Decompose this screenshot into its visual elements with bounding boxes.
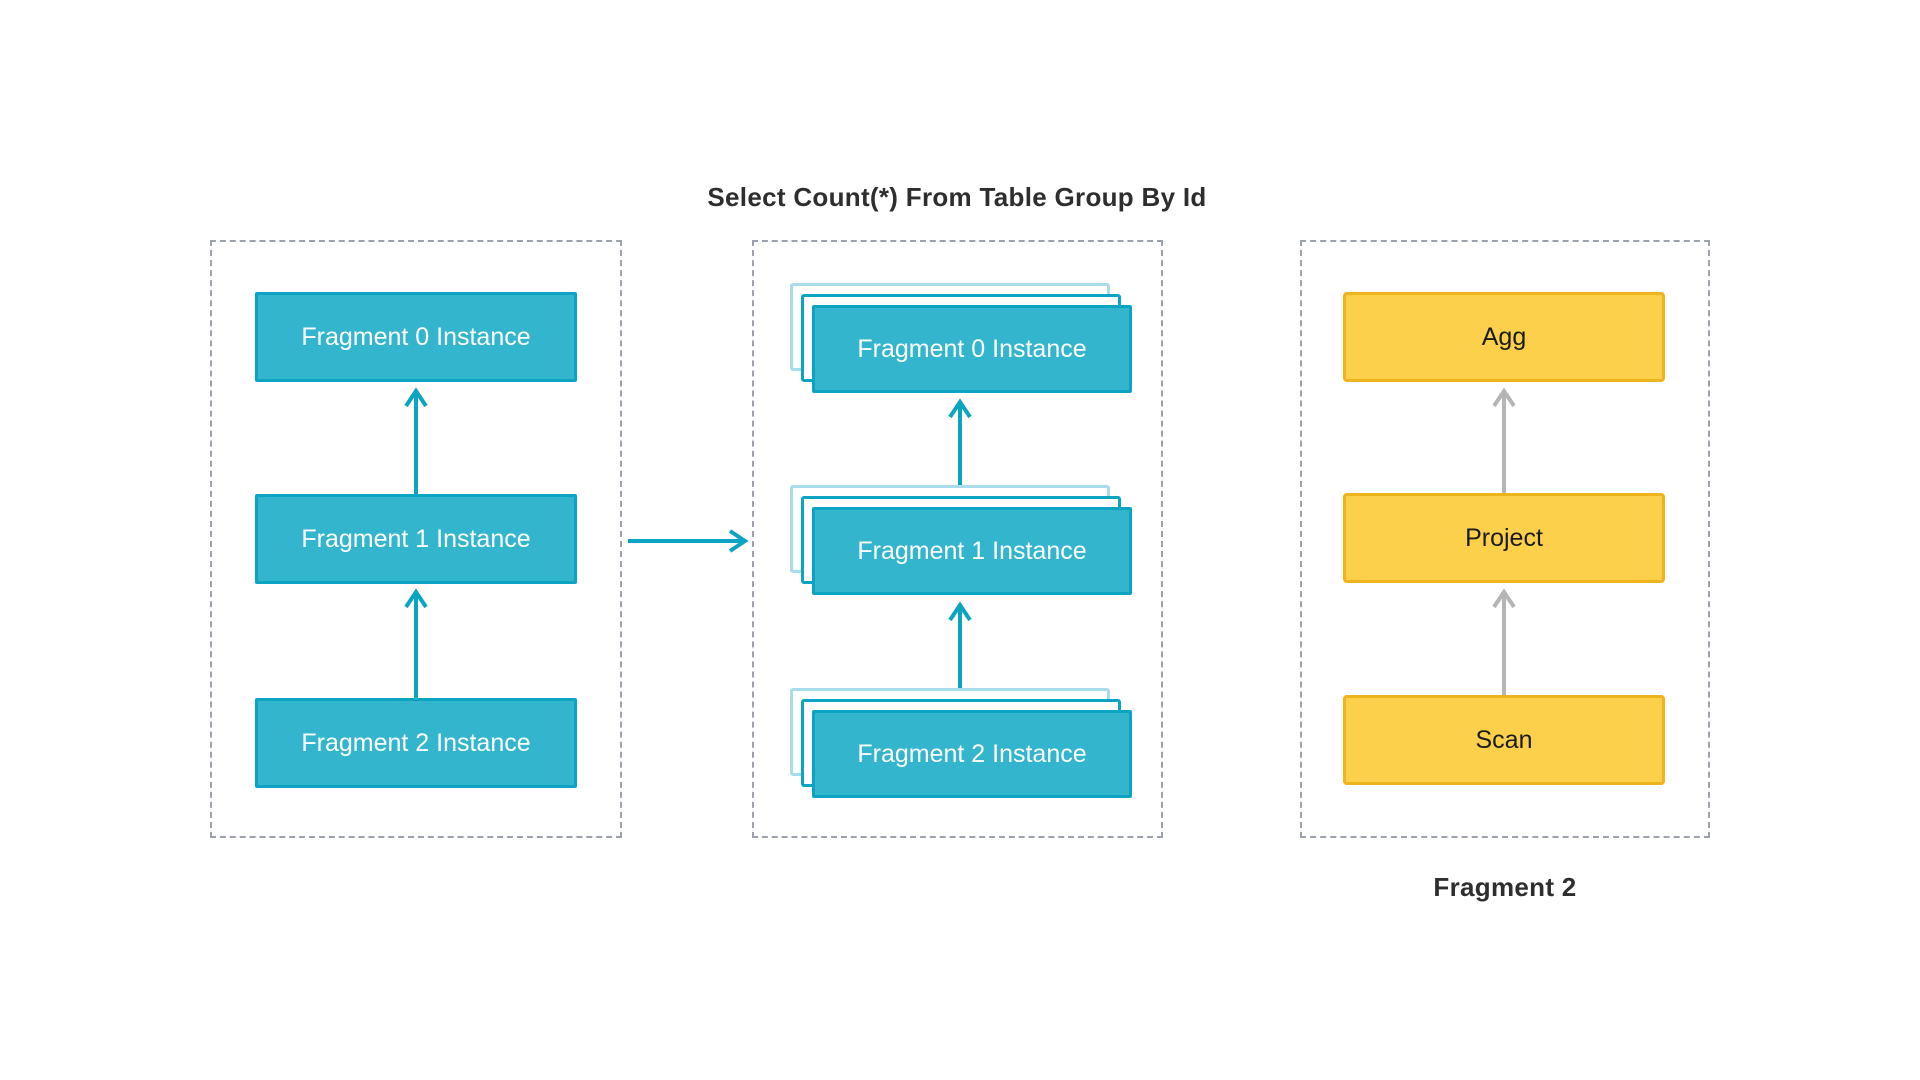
node-label: Fragment 1 Instance	[857, 536, 1087, 565]
node-label: Fragment 2 Instance	[301, 728, 531, 757]
node-fragment-2-instance: Fragment 2 Instance	[812, 710, 1132, 798]
node-scan: Scan	[1343, 695, 1665, 785]
left-fragment-panel	[210, 240, 622, 838]
node-project: Project	[1343, 493, 1665, 583]
node-label: Fragment 2 Instance	[857, 739, 1087, 768]
stack-fragment-0-instances: Fragment 0 Instance	[790, 283, 1132, 393]
connector-arrow-right	[628, 529, 749, 553]
connector-arrow-up	[948, 601, 972, 688]
connector-arrow-up	[404, 588, 428, 698]
node-label: Scan	[1475, 725, 1533, 754]
node-label: Fragment 1 Instance	[301, 524, 531, 553]
connector-arrow-up	[948, 398, 972, 485]
node-fragment-1-instance: Fragment 1 Instance	[255, 494, 577, 584]
connector-arrow-up-gray	[1492, 387, 1516, 493]
node-fragment-0-instance: Fragment 0 Instance	[255, 292, 577, 382]
right-panel-caption: Fragment 2	[1433, 872, 1577, 902]
stack-fragment-1-instances: Fragment 1 Instance	[790, 485, 1132, 595]
node-label: Project	[1465, 523, 1543, 552]
node-fragment-2-instance: Fragment 2 Instance	[255, 698, 577, 788]
query-title: Select Count(*) From Table Group By Id	[707, 182, 1207, 212]
node-label: Agg	[1481, 322, 1527, 351]
stack-fragment-2-instances: Fragment 2 Instance	[790, 688, 1132, 798]
node-fragment-1-instance: Fragment 1 Instance	[812, 507, 1132, 595]
right-plan-panel	[1300, 240, 1710, 838]
middle-fragment-panel	[752, 240, 1163, 838]
node-agg: Agg	[1343, 292, 1665, 382]
connector-arrow-up-gray	[1492, 588, 1516, 695]
node-label: Fragment 0 Instance	[857, 334, 1087, 363]
node-label: Fragment 0 Instance	[301, 322, 531, 351]
connector-arrow-up	[404, 387, 428, 494]
node-fragment-0-instance: Fragment 0 Instance	[812, 305, 1132, 393]
